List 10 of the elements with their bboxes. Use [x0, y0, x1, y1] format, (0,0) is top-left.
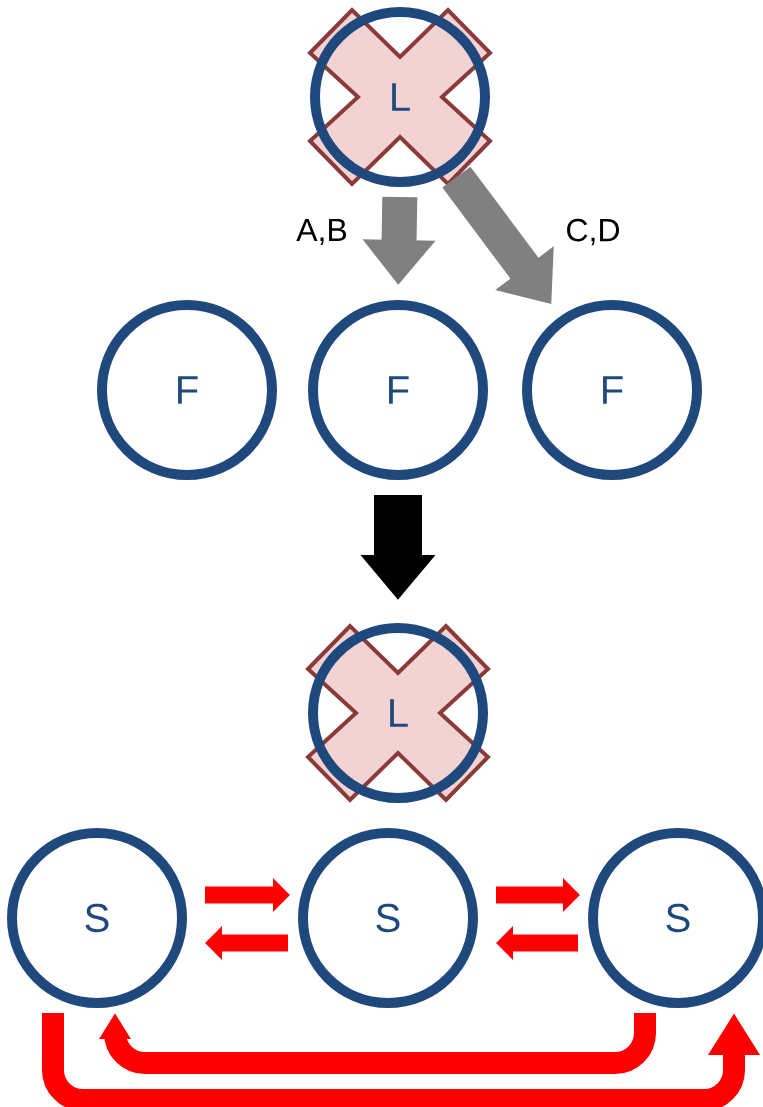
u-arrow	[99, 1013, 656, 1074]
circle-node: F	[522, 300, 702, 480]
circle-node: S	[7, 828, 187, 1008]
circle-node: L	[310, 7, 490, 187]
circle-node: F	[97, 300, 277, 480]
circle-node: L	[308, 623, 488, 803]
circle-node: F	[308, 300, 488, 480]
circle-node: S	[298, 828, 478, 1008]
edge-label: C,D	[563, 216, 623, 248]
edge-label: A,B	[294, 216, 350, 248]
